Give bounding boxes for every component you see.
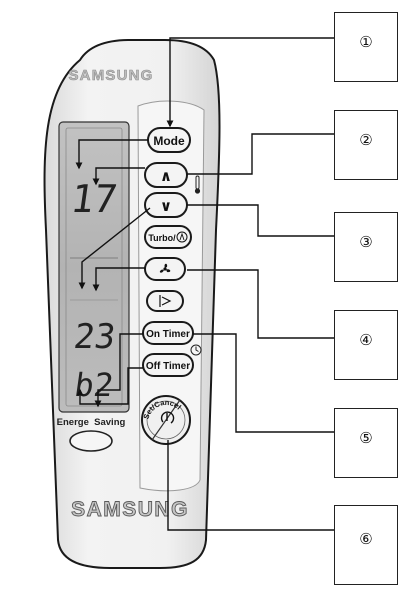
callout-number-6: ⑥ [359,530,373,548]
energy-saving-label: Energe Saving [57,417,126,428]
callout-number-2: ② [359,131,373,149]
code-readout: b2 [72,366,116,404]
temperature-readout: 17 [68,178,120,222]
display-panel [58,121,130,413]
swing-button[interactable] [146,290,184,312]
callout-number-3: ③ [359,233,373,251]
fan-button[interactable] [144,257,186,281]
callout-box-3: ③ [334,212,398,282]
mode-button[interactable]: Mode [147,127,191,153]
energy-saving-button[interactable] [69,430,113,452]
callout-box-6: ⑥ [334,505,398,585]
temp-down-label: ∨ [160,197,172,215]
temp-up-label: ∧ [160,167,172,185]
mode-button-label: Mode [153,134,185,148]
turbo-button[interactable]: Turbo/ [144,225,192,249]
brand-bottom: SAMSUNG [71,498,189,521]
callout-box-5: ⑤ [334,408,398,478]
callout-box-4: ④ [334,310,398,380]
temp-up-button[interactable]: ∧ [144,162,188,188]
turbo-label: Turbo/ [148,233,176,243]
swing-icon [159,295,172,307]
power-icon [160,411,175,424]
off-timer-button[interactable]: Off Timer [142,353,194,377]
temp-down-button[interactable]: ∨ [144,192,188,218]
timer-readout: 23 [71,317,118,357]
callout-number-1: ① [359,33,373,51]
thermometer-icon [194,175,201,194]
callout-box-2: ② [334,110,398,180]
callout-number-4: ④ [359,331,373,349]
fan-icon [159,263,171,273]
set-cancel-button[interactable]: Set/Cancel [141,395,191,445]
turbo-icon [176,231,188,243]
clock-icon [190,344,202,356]
on-timer-label: On Timer [146,329,190,340]
brand-top: SAMSUNG [68,67,153,84]
callout-box-1: ① [334,12,398,82]
on-timer-button[interactable]: On Timer [142,321,194,345]
off-timer-label: Off Timer [146,361,190,372]
callout-lines [75,37,334,531]
callout-number-5: ⑤ [359,429,373,447]
